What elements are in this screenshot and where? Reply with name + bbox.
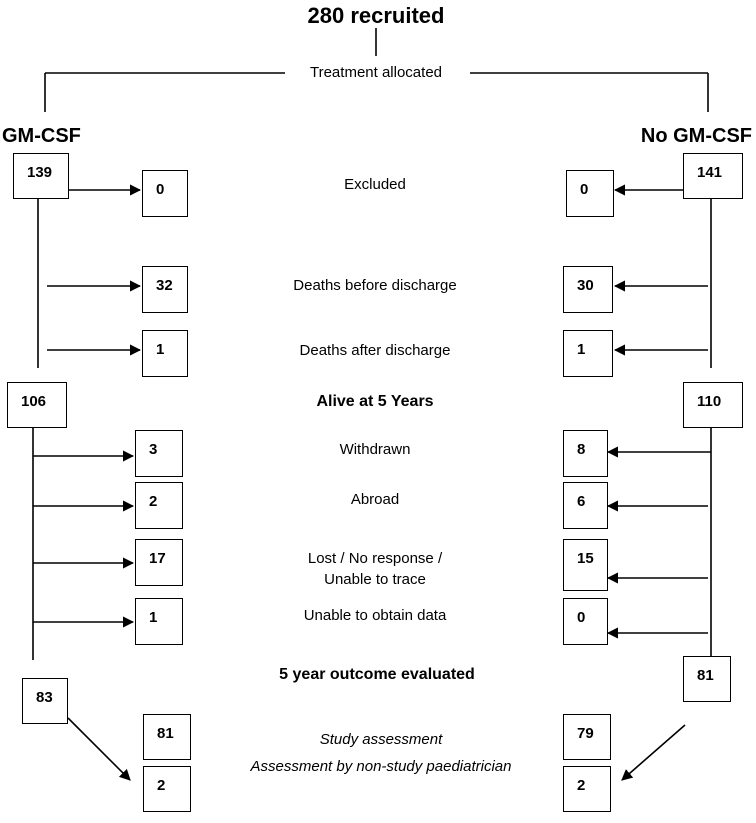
left-arm-title: GM-CSF [2, 125, 81, 147]
left-non-study-box: 2 [143, 766, 191, 812]
left-excluded-box: 0 [142, 170, 188, 217]
left-alive-box: 106 [7, 382, 67, 428]
left-lost-box: 17 [135, 539, 183, 586]
right-excluded-box: 0 [566, 170, 614, 217]
right-deaths-after-box: 1 [563, 330, 613, 377]
right-withdrawn-box: 8 [563, 430, 608, 477]
right-unable-box: 0 [563, 598, 608, 645]
right-allocated-box: 141 [683, 153, 743, 199]
right-diagonal-arrow [621, 724, 686, 781]
right-deaths-before-box: 30 [563, 266, 613, 313]
left-abroad-box: 2 [135, 482, 183, 529]
stage-label-alive: Alive at 5 Years [316, 393, 434, 410]
right-non-study-box: 2 [563, 766, 611, 812]
right-evaluated-box: 81 [683, 656, 731, 702]
right-alive-box: 110 [683, 382, 743, 428]
left-study-assessment-box: 81 [143, 714, 191, 760]
left-allocated-box: 139 [13, 153, 69, 199]
stage-label-abroad: Abroad [350, 491, 400, 508]
right-abroad-box: 6 [563, 482, 608, 529]
left-deaths-after-box: 1 [142, 330, 188, 377]
stage-label-lost-line1: Lost / No response / [307, 550, 443, 567]
stage-label-unable: Unable to obtain data [303, 607, 447, 624]
diagram-title: 280 recruited [307, 3, 445, 28]
right-lost-box: 15 [563, 539, 608, 591]
stage-label-non-study: Assessment by non-study paediatrician [250, 758, 512, 775]
stage-label-outcome: 5 year outcome evaluated [279, 666, 475, 683]
stage-label-lost-line2: Unable to trace [324, 571, 426, 588]
left-diagonal-arrow [67, 717, 131, 781]
treatment-allocated-label: Treatment allocated [309, 64, 443, 81]
left-withdrawn-box: 3 [135, 430, 183, 477]
right-study-assessment-box: 79 [563, 714, 611, 760]
left-deaths-before-box: 32 [142, 266, 188, 313]
left-unable-box: 1 [135, 598, 183, 645]
stage-label-deaths-after: Deaths after discharge [299, 342, 451, 359]
left-evaluated-box: 83 [22, 678, 68, 724]
stage-label-deaths-before: Deaths before discharge [293, 277, 457, 294]
stage-label-withdrawn: Withdrawn [339, 441, 411, 458]
right-arm-title: No GM-CSF [640, 125, 752, 147]
stage-label-excluded: Excluded [344, 176, 406, 193]
stage-label-study-assessment: Study assessment [319, 731, 443, 748]
